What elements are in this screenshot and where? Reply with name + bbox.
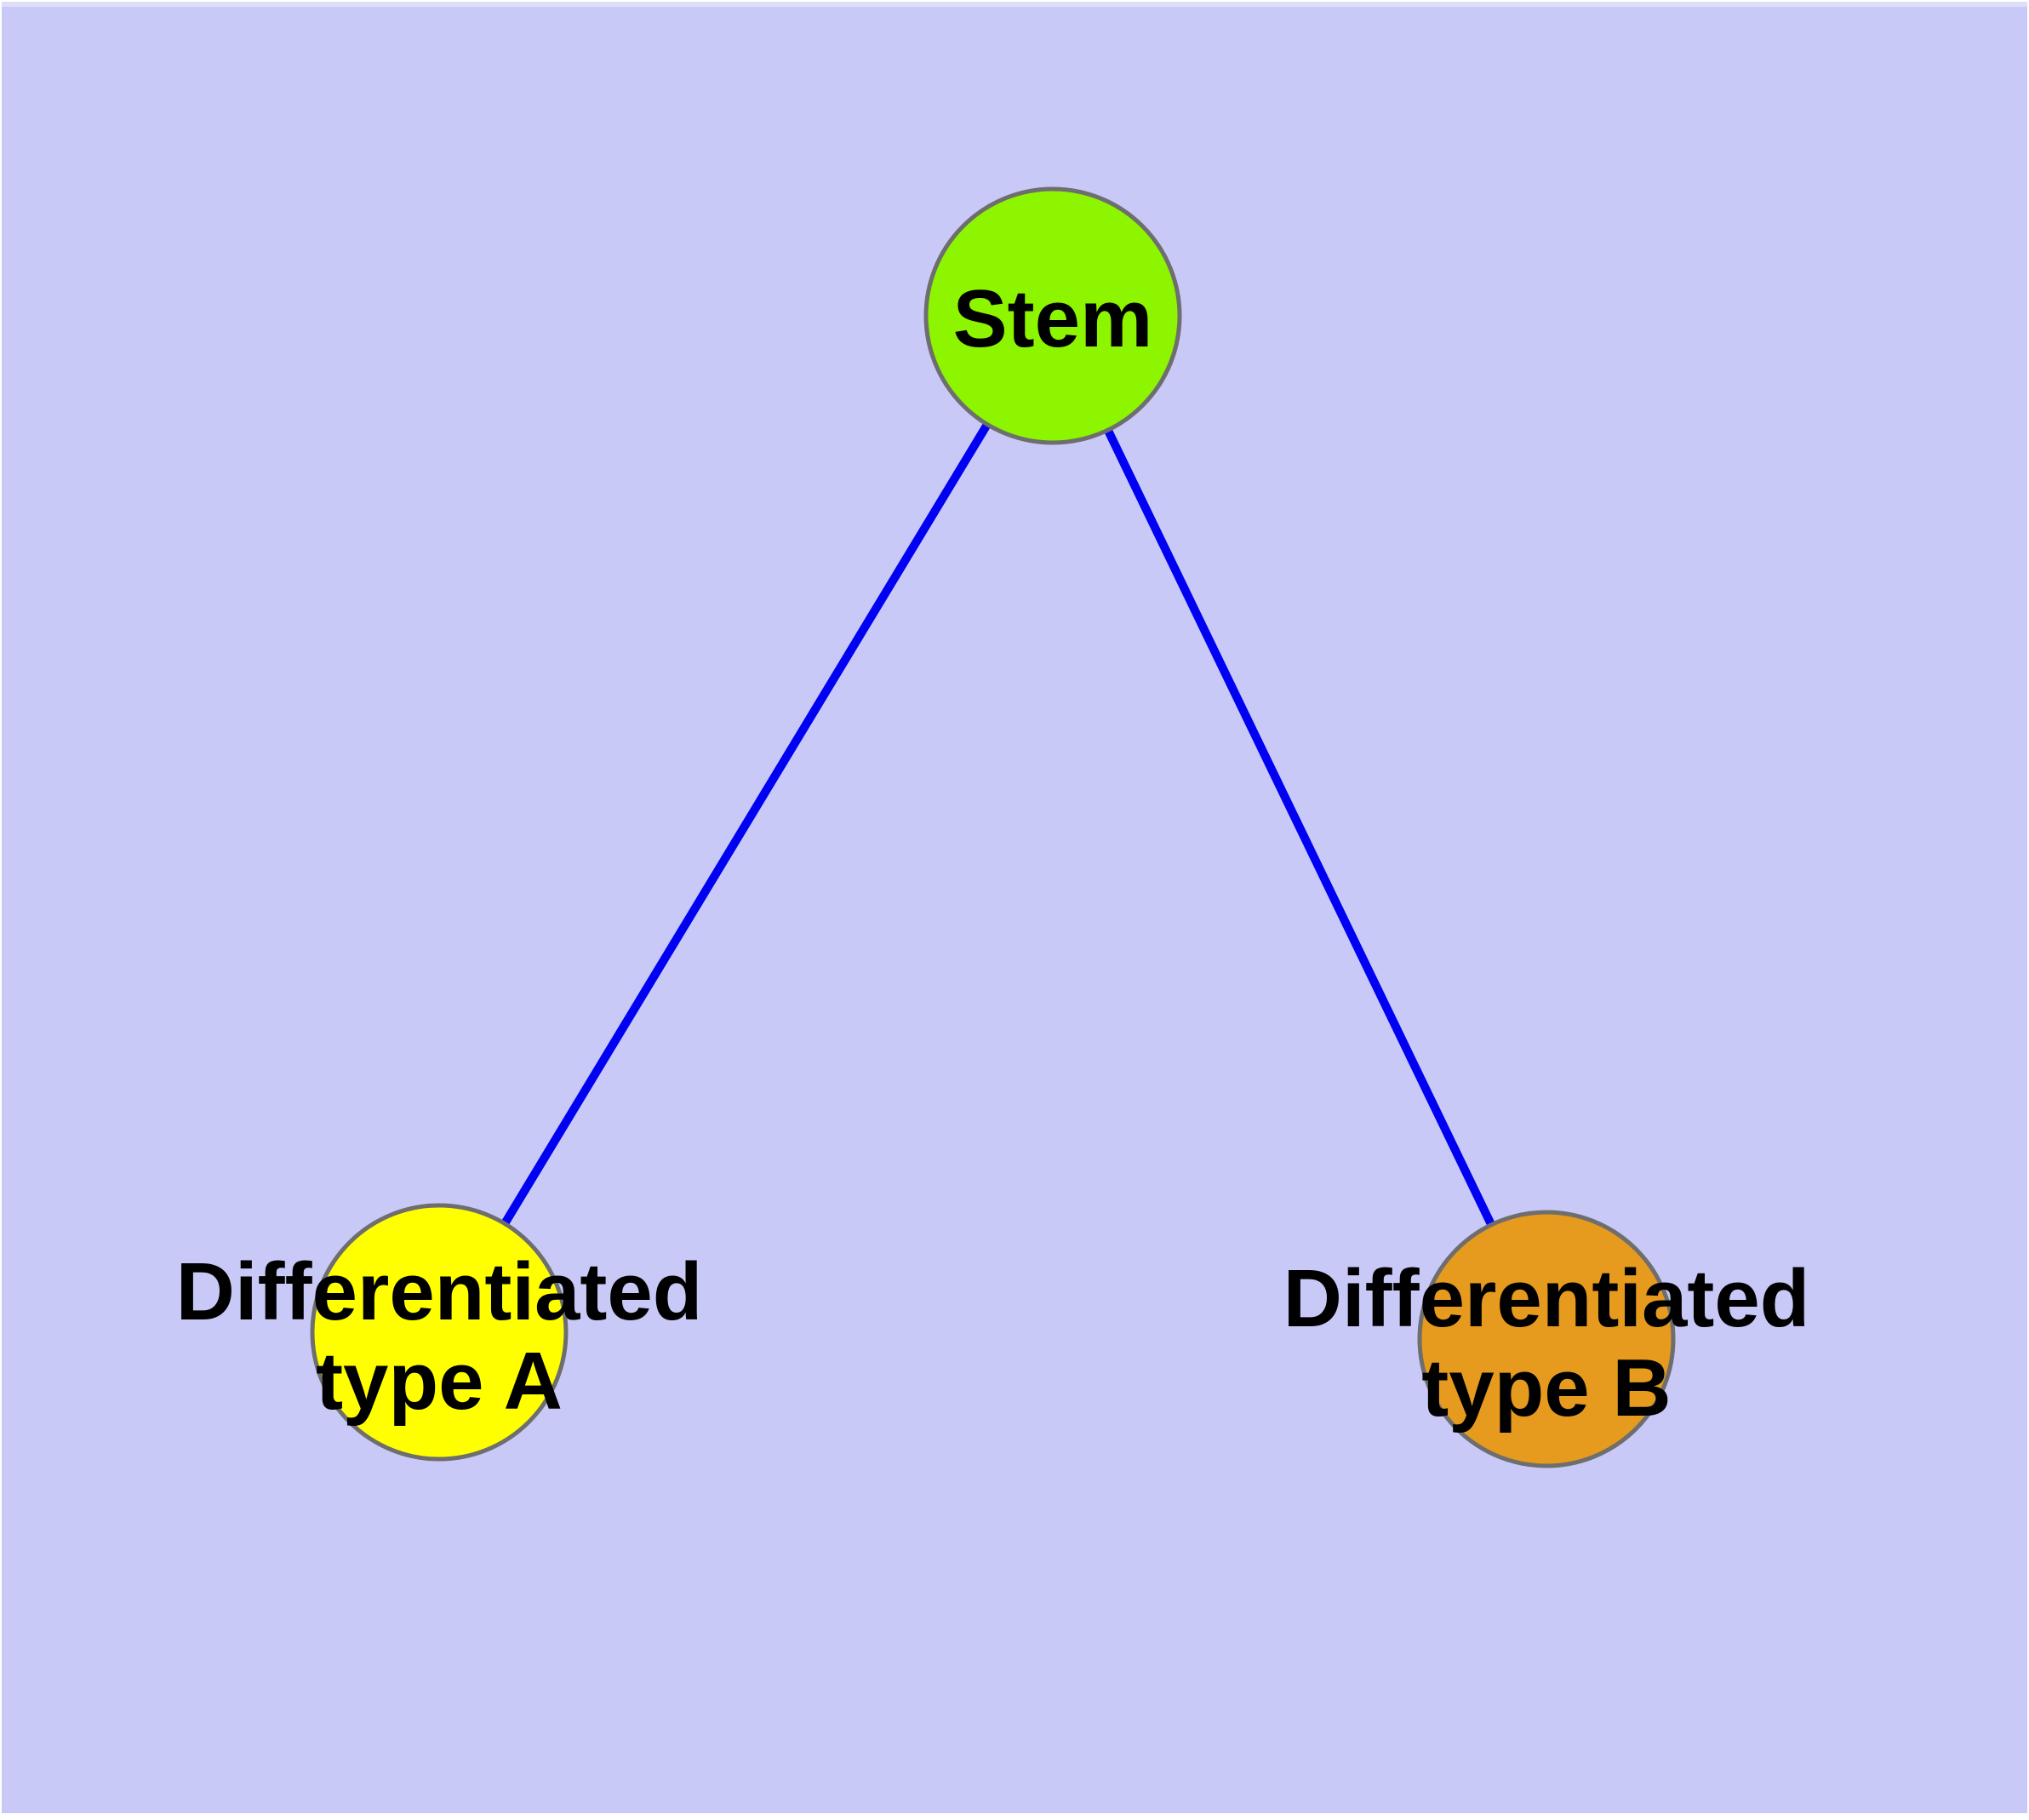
node-differentiated-type-b-label-line1: Differentiated — [1283, 1253, 1810, 1344]
node-differentiated-type-b: Differentiated type B — [1283, 1210, 1810, 1468]
node-differentiated-type-a-label-line1: Differentiated — [176, 1246, 703, 1337]
node-differentiated-type-b-label-line2: type B — [1421, 1342, 1671, 1434]
node-stem: Stem — [923, 186, 1182, 445]
node-differentiated-type-a-circle — [310, 1203, 569, 1462]
edge-layer — [435, 313, 1551, 1342]
node-differentiated-type-b-circle — [1417, 1210, 1676, 1468]
node-differentiated-type-a: Differentiated type A — [176, 1203, 703, 1462]
edge-stem-to-type-b — [1049, 313, 1551, 1342]
node-stem-label: Stem — [953, 273, 1153, 364]
node-stem-circle — [923, 186, 1182, 445]
node-differentiated-type-a-label-line2: type A — [316, 1336, 563, 1427]
edge-stem-to-type-a — [435, 313, 1057, 1335]
plot-top-band — [2, 2, 2027, 7]
